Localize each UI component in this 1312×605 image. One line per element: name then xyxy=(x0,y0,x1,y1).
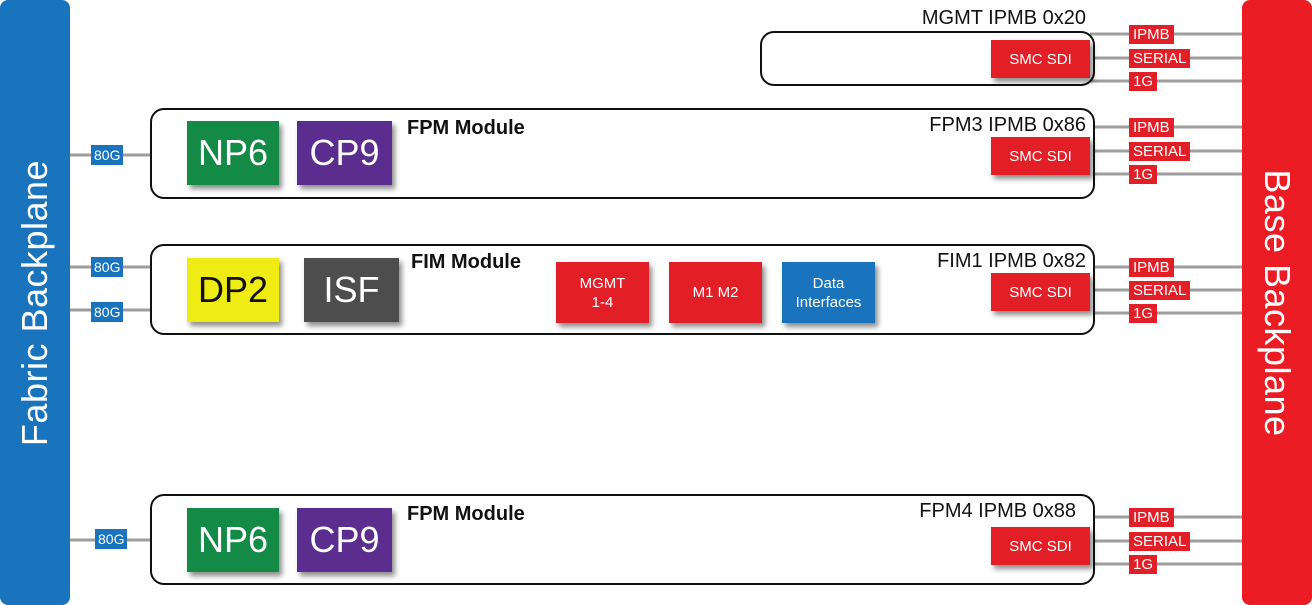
fabric-link-fim1-fpm4 xyxy=(58,308,150,542)
fpm4-title: FPM Module xyxy=(407,503,525,525)
fpm4-tag-ipmb: IPMB xyxy=(1129,508,1174,527)
fpm4-tag-1g: 1G xyxy=(1129,555,1158,574)
fim1-80g-link-upper: 80G xyxy=(91,257,124,277)
fim1-isf-chip: ISF xyxy=(304,258,399,322)
mgmt-ipmb-label: MGMT IPMB 0x20 xyxy=(921,7,1086,29)
fpm3-tag-ipmb: IPMB xyxy=(1129,118,1174,137)
fpm3-cp9-chip: CP9 xyxy=(297,121,392,185)
fpm4-tag-serial: SERIAL xyxy=(1129,532,1191,551)
fim1-dp2-chip: DP2 xyxy=(187,258,279,322)
fim1-smc-sdi: SMC SDI xyxy=(991,273,1090,311)
mgmt-tag-1g: 1G xyxy=(1129,72,1158,91)
fim1-80g-link-lower: 80G xyxy=(91,302,124,322)
fim1-title: FIM Module xyxy=(411,251,521,273)
fabric-backplane: Fabric Backplane xyxy=(0,0,70,605)
fpm4-smc-sdi: SMC SDI xyxy=(991,527,1090,565)
fim1-ipmb-label: FIM1 IPMB 0x82 xyxy=(937,250,1086,272)
fim1-tag-1g: 1G xyxy=(1129,304,1158,323)
base-backplane: Base Backplane xyxy=(1242,0,1312,605)
mgmt-tag-serial: SERIAL xyxy=(1129,49,1191,68)
fpm3-ipmb-label: FPM3 IPMB 0x86 xyxy=(929,114,1086,136)
fpm4-np6-chip: NP6 xyxy=(187,508,279,572)
fim1-data-interfaces: Data Interfaces xyxy=(782,262,875,323)
mgmt-smc-sdi: SMC SDI xyxy=(991,40,1090,78)
fabric-backplane-label: Fabric Backplane xyxy=(14,159,55,446)
fpm4-cp9-chip: CP9 xyxy=(297,508,392,572)
fpm3-80g-link: 80G xyxy=(91,145,124,165)
fpm3-smc-sdi: SMC SDI xyxy=(991,137,1090,175)
mgmt-tag-ipmb: IPMB xyxy=(1129,25,1174,44)
fpm3-tag-1g: 1G xyxy=(1129,165,1158,184)
fpm3-title: FPM Module xyxy=(407,117,525,139)
fabric-link-fpm3 xyxy=(58,153,150,269)
fim1-tag-serial: SERIAL xyxy=(1129,281,1191,300)
base-backplane-label: Base Backplane xyxy=(1257,168,1298,437)
fim1-m1m2-ports: M1 M2 xyxy=(669,262,762,323)
fpm3-np6-chip: NP6 xyxy=(187,121,279,185)
fpm3-tag-serial: SERIAL xyxy=(1129,142,1191,161)
fpm4-ipmb-label: FPM4 IPMB 0x88 xyxy=(919,500,1076,522)
fim1-tag-ipmb: IPMB xyxy=(1129,258,1174,277)
fpm4-80g-link: 80G xyxy=(95,529,128,549)
fim1-mgmt-ports: MGMT 1-4 xyxy=(556,262,649,323)
